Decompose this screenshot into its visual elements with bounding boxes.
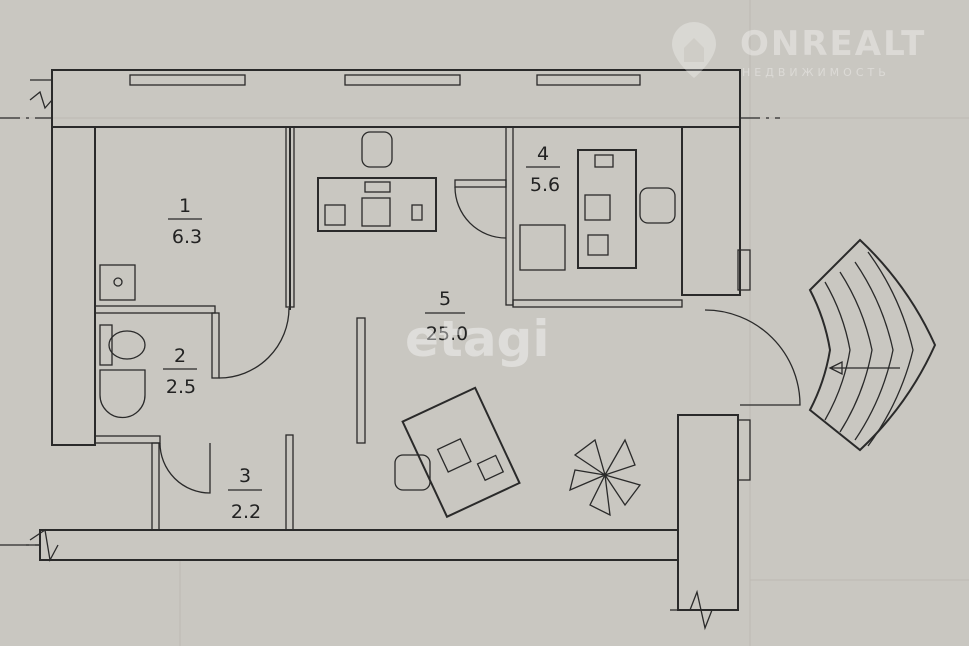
room-1-label: 1 6.3: [168, 195, 202, 248]
room-5-label: 5 25.0: [425, 288, 468, 345]
brand-watermark: ONREALT: [740, 24, 927, 64]
furniture: [317, 131, 676, 519]
room-area: 6.3: [172, 226, 202, 248]
room-number: 4: [537, 143, 549, 165]
onrealt-logo-icon: [670, 20, 718, 80]
room-3-label: 3 2.2: [228, 465, 262, 523]
room-area: 2.5: [166, 376, 196, 398]
room-area: 5.6: [530, 174, 560, 196]
brand-subtitle-watermark: НЕДВИЖИМОСТЬ: [742, 66, 890, 79]
windows: [129, 74, 641, 86]
room-number: 5: [439, 288, 451, 310]
room-4-label: 4 5.6: [526, 143, 560, 196]
entrance-stairs: [808, 238, 937, 452]
sanitary-fixtures: [99, 264, 146, 419]
etagi-watermark: etagi: [405, 310, 550, 368]
partitions: [94, 126, 801, 531]
room-area: 2.2: [231, 501, 261, 523]
room-area: 25.0: [426, 323, 468, 345]
room-number: 2: [174, 345, 186, 367]
room-number: 1: [179, 195, 191, 217]
room-number: 3: [239, 465, 251, 487]
room-2-label: 2 2.5: [163, 345, 197, 398]
walls: [0, 69, 780, 631]
